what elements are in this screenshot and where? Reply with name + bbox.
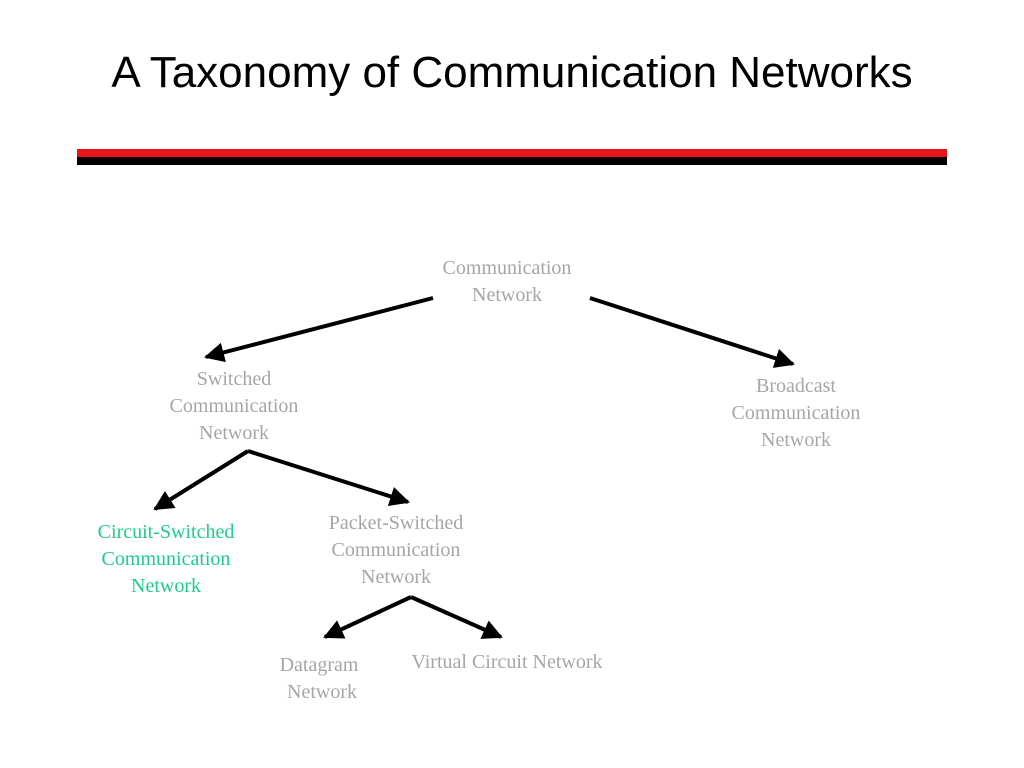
- node-datagram-network: Datagram Network: [280, 652, 359, 706]
- node-packet-switched-communication-network: Packet-Switched Communication Network: [329, 510, 463, 591]
- slide-title: A Taxonomy of Communication Networks: [111, 48, 913, 97]
- title-rule-red: [77, 149, 947, 157]
- node-broadcast-communication-network: Broadcast Communication Network: [732, 373, 861, 454]
- node-communication-network: Communication Network: [443, 255, 572, 309]
- node-label-line: Datagram: [279, 654, 359, 676]
- node-label-line: Packet-Switched: [328, 512, 464, 534]
- node-label-line: Circuit-Switched: [97, 521, 235, 543]
- node-label-line: Switched: [196, 368, 272, 390]
- edge-packet-to-datagram: [323, 595, 412, 639]
- node-label-line: Communication: [442, 257, 572, 279]
- edge-switched-to-circuit: [153, 449, 250, 511]
- node-label-line: Network: [199, 422, 269, 444]
- node-label-line: Network: [361, 566, 431, 588]
- node-label-line: Network: [131, 575, 201, 597]
- node-label-line: Network: [472, 284, 542, 306]
- edge-switched-to-packet: [247, 449, 410, 507]
- node-label-line: Communication: [731, 402, 861, 424]
- node-label-line: Network: [287, 681, 357, 703]
- node-virtual-circuit-network: Virtual Circuit Network: [412, 649, 603, 676]
- node-label-line: Communication: [169, 395, 299, 417]
- node-label-line: Virtual Circuit Network: [411, 651, 603, 673]
- node-circuit-switched-communication-network: Circuit-Switched Communication Network: [98, 519, 235, 600]
- node-label-line: Broadcast: [756, 375, 836, 397]
- edge-root-to-switched: [204, 296, 434, 363]
- title-rule-black: [77, 157, 947, 165]
- edge-root-to-broadcast: [589, 296, 795, 368]
- node-switched-communication-network: Switched Communication Network: [170, 366, 299, 447]
- node-label-line: Communication: [331, 539, 461, 561]
- edge-packet-to-virtual: [410, 595, 503, 639]
- node-label-line: Network: [761, 429, 831, 451]
- node-label-line: Communication: [101, 548, 231, 570]
